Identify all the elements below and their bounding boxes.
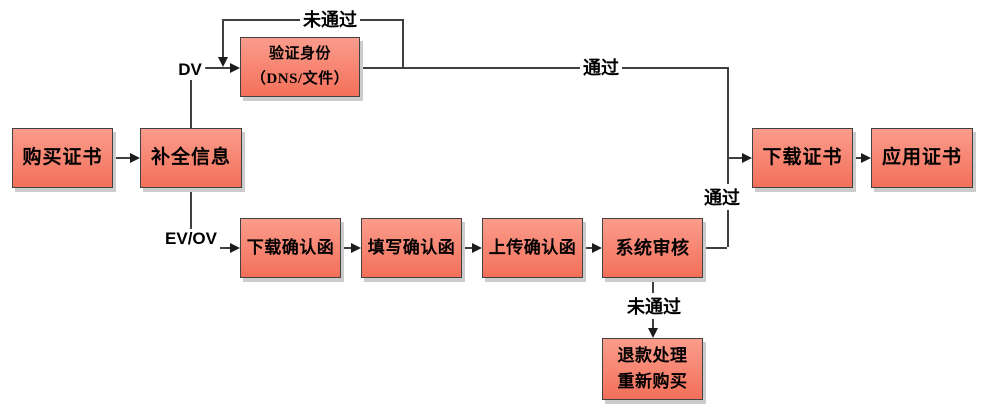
node-system-review-label: 系统审核 <box>615 237 690 258</box>
node-refund-repurchase-label-line1: 退款处理 <box>617 345 688 365</box>
edge-upload-system-arrow-icon <box>592 243 602 253</box>
edge-system-pass-hline <box>703 247 727 249</box>
node-refund-repurchase: 退款处理 重新购买 <box>602 338 703 400</box>
node-fill-letter: 填写确认函 <box>361 218 462 278</box>
node-apply-cert-label: 应用证书 <box>881 147 962 169</box>
edge-download-apply-arrow-icon <box>861 153 871 163</box>
edge-fill-upload-line <box>462 247 472 249</box>
edge-purchase-complete-line <box>113 157 130 159</box>
edge-complete-verify-hline <box>190 67 230 69</box>
node-upload-letter-label: 上传确认函 <box>488 237 577 257</box>
edge-verify-pass-hline <box>360 67 727 69</box>
edge-fill-upload-arrow-icon <box>472 243 482 253</box>
edge-label-dv: DV <box>175 60 205 80</box>
node-verify-identity: 验证身份 （DNS/文件） <box>240 37 360 97</box>
node-download-cert: 下载证书 <box>752 128 853 188</box>
edge-verify-pass-vline <box>727 67 729 157</box>
edge-download-fill-arrow-icon <box>351 243 361 253</box>
edge-label-pass-top: 通过 <box>580 54 622 80</box>
edge-complete-evov-arrow-icon <box>230 243 240 253</box>
node-purchase-cert-label: 购买证书 <box>22 147 103 169</box>
node-complete-info: 补全信息 <box>140 128 242 188</box>
edge-pass-download-hline <box>727 157 742 159</box>
edge-pass-download-arrow-icon <box>742 153 752 163</box>
edge-upload-system-line <box>583 247 592 249</box>
node-apply-cert: 应用证书 <box>871 128 973 188</box>
edge-download-fill-line <box>341 247 351 249</box>
node-system-review: 系统审核 <box>602 218 703 278</box>
edge-label-fail-top: 未通过 <box>300 6 360 32</box>
node-verify-identity-label-line2: （DNS/文件） <box>250 71 350 87</box>
node-verify-identity-label-line1: 验证身份 <box>268 46 331 63</box>
edge-system-fail-arrow-icon <box>648 328 658 338</box>
node-fill-letter-label: 填写确认函 <box>367 237 456 257</box>
node-upload-letter: 上传确认函 <box>482 218 583 278</box>
node-download-cert-label: 下载证书 <box>762 147 843 169</box>
edge-purchase-complete-arrow-icon <box>130 153 140 163</box>
edge-complete-verify-vline <box>190 67 192 128</box>
node-download-letter: 下载确认函 <box>240 218 341 278</box>
node-purchase-cert: 购买证书 <box>12 128 113 188</box>
edge-label-fail-bottom: 未通过 <box>624 293 684 319</box>
edge-label-pass-mid: 通过 <box>701 184 743 210</box>
node-complete-info-label: 补全信息 <box>150 147 231 169</box>
node-refund-repurchase-label-line2: 重新购买 <box>617 372 688 391</box>
edge-verify-fail-loop-vline-left <box>222 19 224 57</box>
edge-complete-verify-arrow-icon <box>230 63 240 73</box>
edge-label-ev-ov: EV/OV <box>162 229 220 249</box>
edge-verify-fail-loop-vline-right <box>402 19 404 67</box>
node-download-letter-label: 下载确认函 <box>246 237 335 257</box>
edge-complete-evov-vline <box>190 188 192 247</box>
edge-verify-fail-loop-arrow-icon <box>218 57 228 67</box>
edge-download-apply-line <box>853 157 861 159</box>
